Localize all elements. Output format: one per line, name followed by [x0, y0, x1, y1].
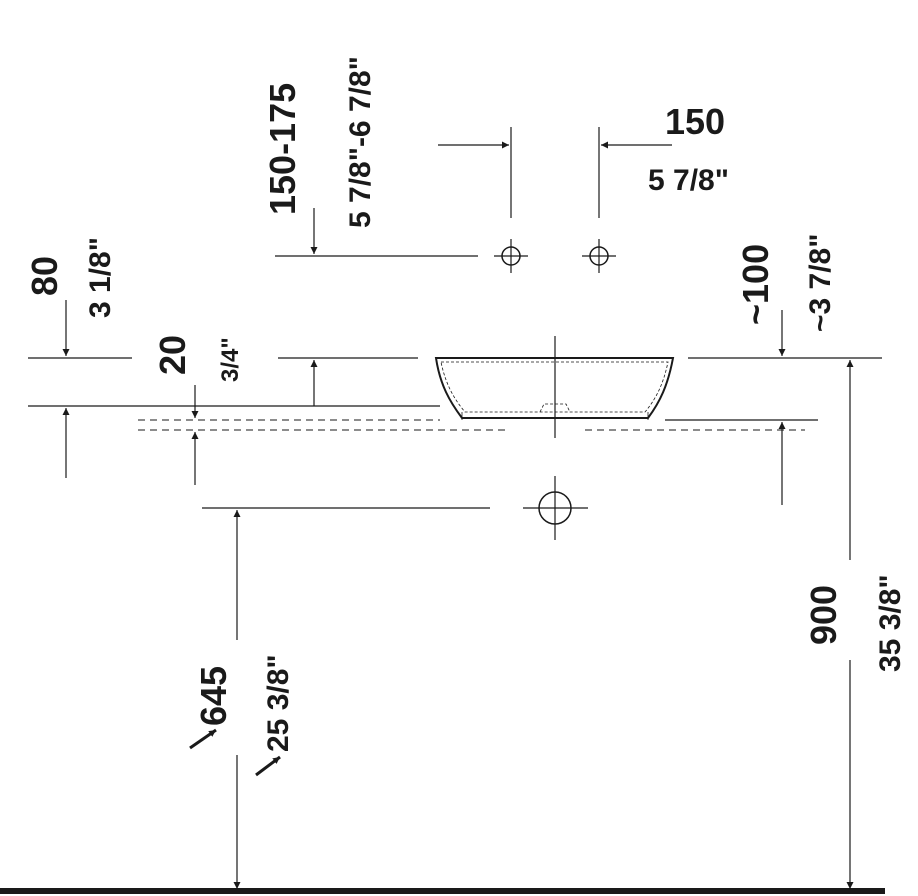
tap-height-in-label: 5 7/8"-6 7/8" [344, 56, 377, 228]
counter-height-mm-label: 900 [803, 585, 844, 645]
tap-offset-in-label: 3 1/8" [84, 237, 117, 318]
tap-hole-right [582, 239, 616, 273]
drain-height-mm-label: 645 [193, 666, 234, 726]
outlet-drop-in-label: ~3 7/8" [804, 234, 837, 332]
basin-height-mm-label: 20 [152, 335, 193, 375]
drain-height-in-label: 25 3/8" [262, 654, 295, 752]
basin-profile [434, 357, 675, 420]
tap-spacing-mm-label: 150 [665, 101, 725, 142]
tap-hole-left [494, 239, 528, 273]
tap-offset-mm-label: 80 [24, 256, 65, 296]
basin-height-in-label: 3/4" [217, 337, 244, 382]
approx-arrow-1 [189, 728, 217, 750]
outlet-drop-mm-label: ~100 [735, 244, 776, 325]
counter-height-in-label: 35 3/8" [874, 574, 907, 672]
approx-arrow-2 [255, 755, 281, 777]
tap-spacing-in-label: 5 7/8" [648, 164, 729, 197]
drain-symbol [523, 476, 588, 540]
tap-height-mm-label: 150-175 [262, 83, 303, 215]
